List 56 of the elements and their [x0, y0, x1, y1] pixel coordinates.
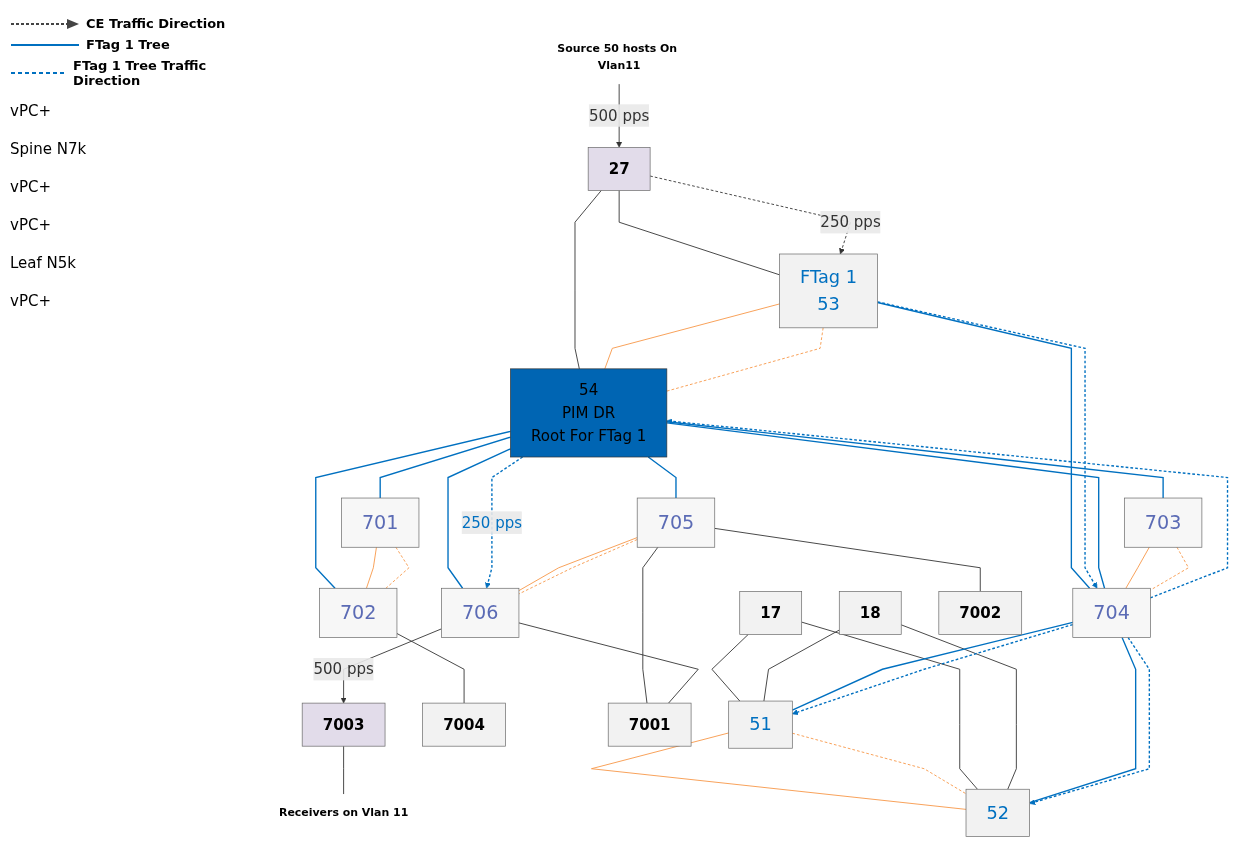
annotation-label: vPC+	[10, 292, 51, 310]
node-box: 7002	[938, 591, 1022, 635]
connector	[446, 448, 511, 589]
legend-text: CE Traffic Direction	[86, 16, 226, 31]
node-box: 27	[587, 147, 650, 191]
node-text: Source 50 hosts On Vlan11	[556, 42, 677, 72]
node-box: 17	[738, 591, 802, 635]
connector	[762, 629, 840, 702]
annotation-label: vPC+	[10, 216, 51, 234]
edge-label: 250 pps	[819, 213, 881, 231]
connector	[791, 732, 966, 795]
node-box: 51	[727, 700, 793, 749]
edge-label: 500 pps	[588, 107, 649, 125]
annotation-label: Leaf N5k	[10, 254, 76, 272]
connector	[900, 624, 1017, 790]
connector	[590, 732, 966, 810]
edge-label: 500 pps	[312, 660, 374, 678]
node-box: 18	[838, 591, 902, 635]
arrow	[666, 418, 1228, 599]
node-box: 703	[1123, 497, 1202, 548]
node-box: FTag 1 53	[778, 253, 878, 329]
node-box: 701	[340, 497, 419, 548]
connector	[518, 622, 699, 704]
node-box: 705	[636, 497, 715, 548]
connector	[618, 190, 780, 276]
node-box: 7003	[301, 702, 385, 747]
connector	[365, 546, 377, 589]
connector	[603, 303, 780, 370]
connector	[314, 430, 511, 589]
connector	[800, 621, 978, 790]
node-box: 52	[965, 788, 1030, 837]
connector	[1124, 546, 1150, 589]
annotation-label: vPC+	[10, 178, 51, 196]
node-box: 54 PIM DR Root For FTag 1	[509, 368, 667, 458]
annotation-label: Spine N7k	[10, 140, 87, 158]
node-box: 706	[440, 588, 519, 638]
node-box: 7004	[421, 702, 506, 747]
connector	[647, 456, 677, 499]
connector	[710, 634, 749, 702]
node-text: Receivers on Vlan 11	[278, 806, 408, 820]
connector	[342, 745, 344, 795]
connector	[641, 546, 658, 704]
annotation-label: vPC+	[10, 102, 51, 120]
node-box: 702	[318, 588, 397, 638]
connector	[396, 633, 465, 704]
connector	[379, 436, 511, 499]
legend-text: FTag 1 Tree Traffic Direction	[73, 58, 208, 88]
node-box: 704	[1071, 588, 1151, 638]
connector	[665, 422, 1105, 589]
edge-label: 250 pps	[461, 514, 522, 532]
connector	[1149, 546, 1189, 591]
connector	[665, 327, 824, 392]
connector	[713, 528, 981, 592]
node-box: 7001	[607, 702, 691, 747]
connector	[574, 190, 602, 370]
legend-text: FTag 1 Tree	[86, 37, 170, 52]
